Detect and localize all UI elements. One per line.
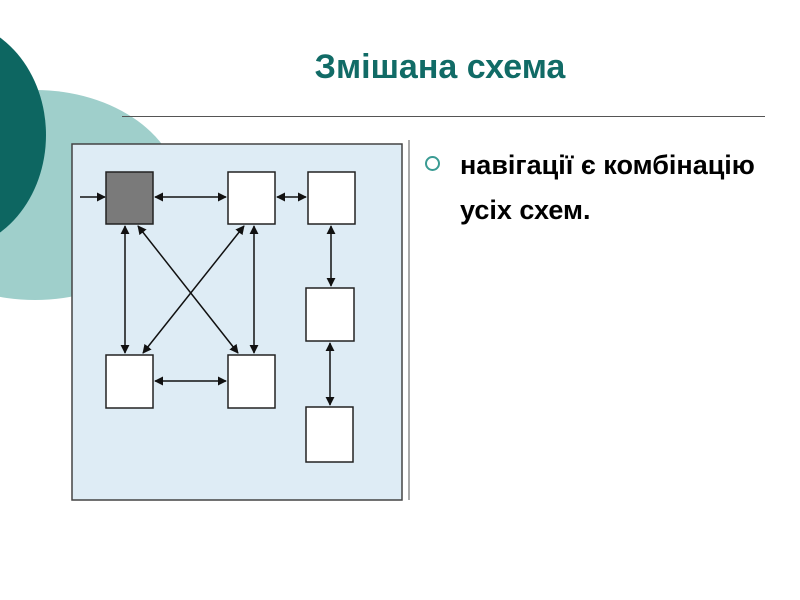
decor-circle-dark xyxy=(0,37,46,233)
edge-topmiddle-bottomleft xyxy=(142,225,245,354)
node-right-middle xyxy=(305,287,355,342)
slide-title: Змішана схема xyxy=(314,48,566,86)
node-start xyxy=(105,171,154,225)
node-top-right xyxy=(307,171,356,225)
bullet-circle-icon xyxy=(425,156,440,171)
node-right-bottom xyxy=(305,406,354,463)
node-bottom-middle xyxy=(227,354,276,409)
node-top-middle xyxy=(227,171,276,225)
title-divider xyxy=(122,116,765,117)
navigation-diagram xyxy=(71,140,410,501)
node-bottom-left xyxy=(105,354,154,409)
bullet-text: навігації є комбінацію усіх схем. xyxy=(460,150,755,225)
